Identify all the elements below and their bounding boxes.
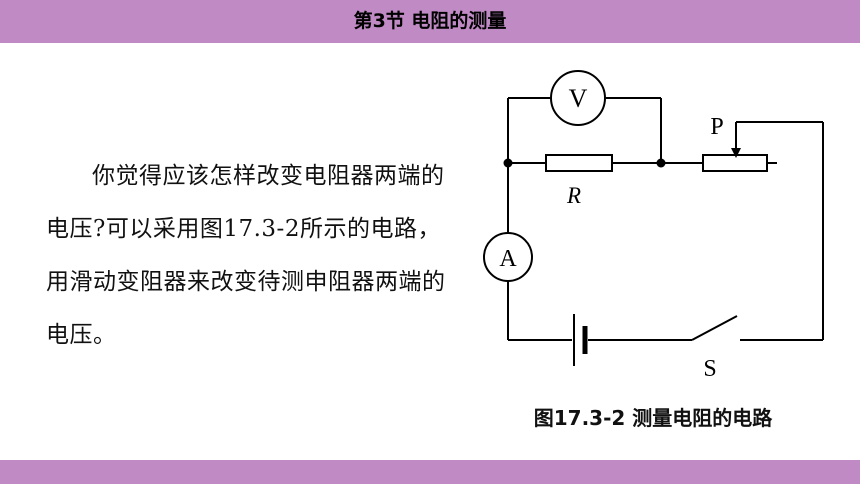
ammeter: A <box>483 232 533 282</box>
page-title: 第3节 电阻的测量 <box>353 10 507 32</box>
header-bar <box>0 0 860 43</box>
resistor-label: R <box>566 183 581 208</box>
ammeter-label: A <box>499 246 517 272</box>
voltmeter-label: V <box>569 84 588 113</box>
slider-arrow-head <box>731 148 741 158</box>
footer-bar <box>0 460 860 484</box>
junction-left <box>503 158 513 168</box>
resistor-R <box>545 154 613 172</box>
figure-caption: 图17.3-2 测量电阻的电路 <box>533 406 773 430</box>
voltmeter: V <box>550 70 606 126</box>
switch-label: S <box>703 356 716 382</box>
rheostat <box>702 154 768 172</box>
junction-right <box>656 158 666 168</box>
slider-label: P <box>710 114 723 140</box>
circuit-diagram: V A R P S <box>483 70 824 382</box>
switch-S-lever <box>691 315 738 341</box>
body-paragraph: 你觉得应该怎样改变电阻器两端的电压?可以采用图17.3-2所示的电路，用滑动变阻… <box>46 163 446 348</box>
